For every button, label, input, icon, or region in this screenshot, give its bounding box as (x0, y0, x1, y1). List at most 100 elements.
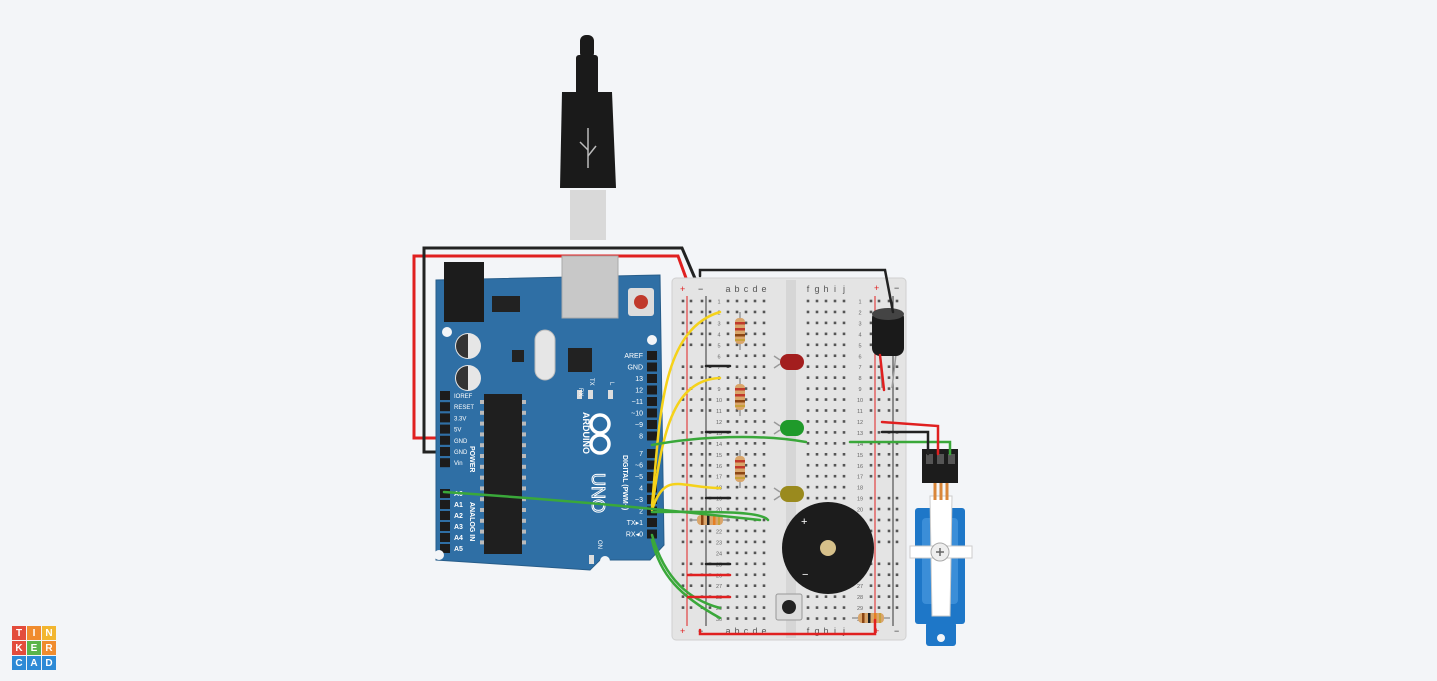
breadboard-hole[interactable] (726, 299, 730, 303)
breadboard-hole[interactable] (744, 332, 748, 336)
rail-hole[interactable] (708, 584, 712, 587)
rail-hole[interactable] (700, 310, 704, 314)
rail-hole[interactable] (689, 562, 693, 566)
power-pin-socket[interactable] (440, 458, 450, 468)
wire-green-servo[interactable] (848, 440, 952, 456)
rail-hole[interactable] (700, 365, 704, 368)
breadboard-hole[interactable] (815, 463, 819, 467)
breadboard-hole[interactable] (762, 409, 766, 412)
breadboard-hole[interactable] (762, 343, 766, 347)
rail-hole[interactable] (887, 398, 891, 401)
breadboard-hole[interactable] (815, 365, 819, 368)
rail-hole[interactable] (895, 365, 899, 368)
breadboard-hole[interactable] (753, 343, 757, 347)
breadboard-hole[interactable] (762, 310, 766, 314)
breadboard-hole[interactable] (806, 332, 810, 336)
breadboard-hole[interactable] (842, 420, 846, 423)
rail-hole[interactable] (895, 518, 899, 522)
breadboard-hole[interactable] (735, 310, 739, 314)
rail-hole[interactable] (689, 584, 693, 587)
rail-hole[interactable] (887, 573, 891, 577)
digital-pin-socket[interactable] (647, 397, 657, 406)
breadboard-hole[interactable] (753, 507, 757, 511)
rail-hole[interactable] (887, 507, 891, 511)
breadboard-hole[interactable] (762, 420, 766, 423)
breadboard-hole[interactable] (726, 409, 730, 412)
breadboard-hole[interactable] (753, 431, 757, 434)
rail-hole[interactable] (895, 463, 899, 467)
breadboard-hole[interactable] (824, 496, 828, 500)
breadboard-hole[interactable] (824, 595, 828, 598)
breadboard-hole[interactable] (815, 354, 819, 358)
breadboard-hole[interactable] (842, 595, 846, 598)
breadboard-hole[interactable] (753, 496, 757, 500)
breadboard-hole[interactable] (842, 496, 846, 500)
breadboard-hole[interactable] (815, 299, 819, 303)
rail-hole[interactable] (689, 442, 693, 445)
rail-hole[interactable] (681, 584, 685, 587)
rail-hole[interactable] (877, 453, 881, 456)
rail-hole[interactable] (700, 321, 704, 325)
breadboard-hole[interactable] (824, 398, 828, 401)
breadboard-hole[interactable] (762, 332, 766, 336)
breadboard-hole[interactable] (744, 573, 748, 577)
rail-hole[interactable] (689, 529, 693, 533)
breadboard-hole[interactable] (762, 529, 766, 533)
breadboard-hole[interactable] (824, 485, 828, 489)
rail-hole[interactable] (887, 474, 891, 478)
rail-hole[interactable] (877, 562, 881, 566)
breadboard-hole[interactable] (762, 518, 766, 522)
breadboard-hole[interactable] (753, 573, 757, 577)
breadboard-hole[interactable] (753, 529, 757, 533)
breadboard-hole[interactable] (744, 617, 748, 620)
rail-hole[interactable] (877, 606, 881, 609)
piezo-buzzer[interactable]: + − (782, 502, 874, 594)
breadboard-hole[interactable] (744, 343, 748, 347)
rail-hole[interactable] (869, 365, 873, 368)
breadboard-hole[interactable] (744, 453, 748, 456)
rail-hole[interactable] (681, 343, 685, 347)
resistor-2[interactable] (735, 378, 745, 416)
breadboard-hole[interactable] (824, 310, 828, 314)
breadboard-hole[interactable] (726, 617, 730, 620)
breadboard-hole[interactable] (815, 485, 819, 489)
breadboard-hole[interactable] (744, 562, 748, 566)
breadboard-hole[interactable] (744, 463, 748, 467)
breadboard-hole[interactable] (842, 606, 846, 609)
wire-yellow-2[interactable] (650, 376, 722, 510)
breadboard-hole[interactable] (762, 463, 766, 467)
breadboard-hole[interactable] (833, 365, 837, 368)
digital-pin-socket[interactable] (647, 362, 657, 372)
breadboard-hole[interactable] (824, 409, 828, 412)
resistor-4[interactable] (690, 515, 730, 525)
rail-hole[interactable] (869, 332, 873, 336)
rail-hole[interactable] (877, 518, 881, 522)
rail-hole[interactable] (877, 595, 881, 598)
rail-hole[interactable] (869, 343, 873, 347)
rail-hole[interactable] (689, 496, 693, 500)
breadboard-hole[interactable] (753, 387, 757, 390)
breadboard-hole[interactable] (824, 376, 828, 379)
rail-hole[interactable] (869, 442, 873, 445)
breadboard-hole[interactable] (744, 595, 748, 598)
arduino-uno-board[interactable]: RX TX L ON ARDUINO UNO DIGITAL (PWM~) PO… (434, 255, 665, 571)
rail-hole[interactable] (877, 573, 881, 577)
breadboard-hole[interactable] (842, 398, 846, 401)
rail-hole[interactable] (681, 518, 685, 522)
breadboard-hole[interactable] (806, 442, 810, 445)
wire-black-top[interactable] (698, 268, 895, 314)
breadboard-hole[interactable] (815, 453, 819, 456)
rail-hole[interactable] (887, 518, 891, 522)
power-pin-socket[interactable] (440, 447, 450, 456)
breadboard-hole[interactable] (735, 299, 739, 303)
breadboard-hole[interactable] (762, 496, 766, 500)
breadboard-hole[interactable] (842, 343, 846, 347)
breadboard-hole[interactable] (815, 420, 819, 423)
breadboard-hole[interactable] (744, 485, 748, 489)
rail-hole[interactable] (700, 387, 704, 390)
breadboard-hole[interactable] (815, 431, 819, 434)
breadboard-hole[interactable] (753, 584, 757, 587)
rail-hole[interactable] (681, 365, 685, 368)
breadboard-hole[interactable] (762, 573, 766, 577)
rail-hole[interactable] (689, 431, 693, 434)
